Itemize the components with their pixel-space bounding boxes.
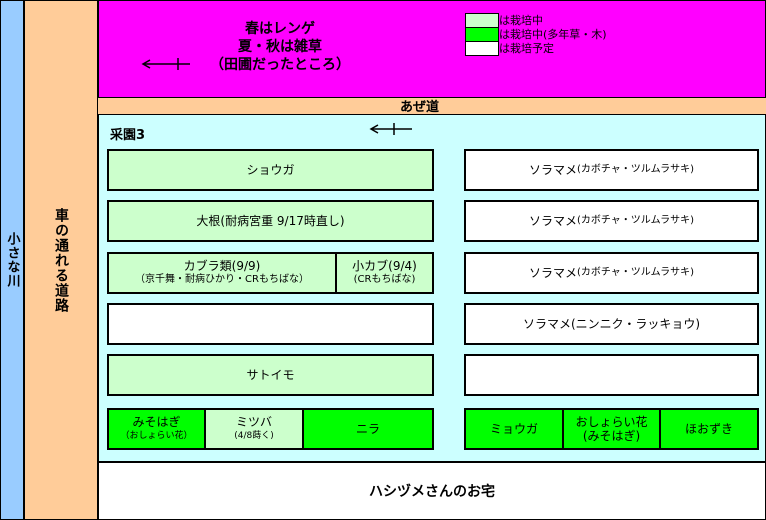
bed-label: おしょらい花: [575, 415, 648, 429]
bed-empty: [464, 354, 759, 396]
field-line: 夏・秋は雑草: [238, 39, 322, 55]
field-line: 春はレンゲ: [245, 21, 315, 37]
bed-label: 大根(耐病宮重 9/17時直し): [196, 214, 345, 228]
bed-soramame-3: ソラマメ(カボチャ・ツルムラサキ): [464, 252, 759, 294]
field-line: （田圃だったところ）: [210, 57, 350, 73]
road-strip: 車の通れる道路: [24, 0, 98, 520]
bed-label: ソラマメ: [528, 266, 577, 280]
legend-label: は栽培中(多年草・木): [499, 28, 607, 41]
bed-label: 小カブ(9/4): [352, 259, 417, 273]
bed-nira: ニラ: [302, 408, 434, 450]
legend-label: は栽培予定: [499, 42, 554, 55]
bed-sublabel: (CRもちばな): [353, 274, 416, 285]
legend-swatch-growing: [465, 12, 499, 28]
bed-empty: [107, 303, 434, 345]
bed-soramame-2: ソラマメ(カボチャ・ツルムラサキ): [464, 200, 759, 242]
river-label: 小さな川: [4, 232, 20, 288]
bed-label: ソラマメ: [528, 163, 577, 177]
arrow-left-icon: [141, 58, 190, 70]
road-label: 車の通れる道路: [53, 207, 69, 313]
bed-myouga: ミョウガ: [464, 408, 564, 450]
field-area: [98, 0, 766, 98]
bed-label: みそはぎ: [132, 415, 181, 429]
bed-label: ショウガ: [246, 163, 295, 177]
bed-label: サトイモ: [246, 368, 295, 382]
legend-swatch-planned: [465, 40, 499, 56]
bed-label: ミツバ: [235, 415, 272, 429]
bed-daikon: 大根(耐病宮重 9/17時直し): [107, 200, 434, 242]
garden-title: 采園3: [110, 128, 146, 143]
bed-sublabel: （おしょらい花）: [120, 431, 193, 441]
arrow-left-icon: [369, 123, 412, 135]
bed-label: ミョウガ: [489, 422, 538, 436]
bed-oshorai-bana: おしょらい花 (みそはぎ): [562, 408, 661, 450]
bed-soramame-4: ソラマメ(ニンニク・ラッキョウ): [464, 303, 759, 345]
bed-label: ほおずき: [684, 422, 733, 436]
bed-shouga: ショウガ: [107, 149, 434, 191]
bed-sublabel: (みそはぎ): [582, 429, 641, 443]
bed-label: ニラ: [355, 422, 380, 436]
bed-sublabel: (カボチャ・ツルムラサキ): [577, 267, 695, 278]
bed-mitsuba: ミツバ (4/8蒔く): [204, 408, 304, 450]
bed-satoimo: サトイモ: [107, 354, 434, 396]
bed-kabura: カブラ類(9/9) （京千舞・耐病ひかり・CRもちばな）: [107, 252, 337, 294]
river-strip: 小さな川: [0, 0, 24, 520]
aze-path: [98, 98, 766, 114]
bed-kokabu: 小カブ(9/4) (CRもちばな): [335, 252, 434, 294]
legend-swatch-perennial: [465, 26, 499, 42]
bed-sublabel: (4/8蒔く): [234, 431, 274, 441]
legend: は栽培中 は栽培中(多年草・木) は栽培予定: [465, 12, 607, 56]
neighbor-house: ハシヅメさんのお宅: [98, 462, 766, 520]
bed-label: ソラマメ(ニンニク・ラッキョウ): [522, 317, 701, 331]
aze-label: あぜ道: [400, 100, 440, 115]
field-description: 春はレンゲ 夏・秋は雑草 （田圃だったところ）: [160, 20, 400, 74]
legend-item: は栽培中: [465, 12, 607, 28]
legend-item: は栽培中(多年草・木): [465, 26, 607, 42]
house-label: ハシヅメさんのお宅: [369, 484, 495, 500]
legend-item: は栽培予定: [465, 40, 607, 56]
legend-label: は栽培中: [499, 14, 543, 27]
bed-misohagi: みそはぎ （おしょらい花）: [107, 408, 206, 450]
bed-sublabel: (カボチャ・ツルムラサキ): [577, 164, 695, 175]
bed-hoozuki: ほおずき: [659, 408, 759, 450]
bed-soramame-1: ソラマメ(カボチャ・ツルムラサキ): [464, 149, 759, 191]
bed-sublabel: (カボチャ・ツルムラサキ): [577, 215, 695, 226]
bed-label: カブラ類(9/9): [183, 259, 261, 273]
bed-label: ソラマメ: [528, 214, 577, 228]
bed-sublabel: （京千舞・耐病ひかり・CRもちばな）: [135, 274, 309, 285]
